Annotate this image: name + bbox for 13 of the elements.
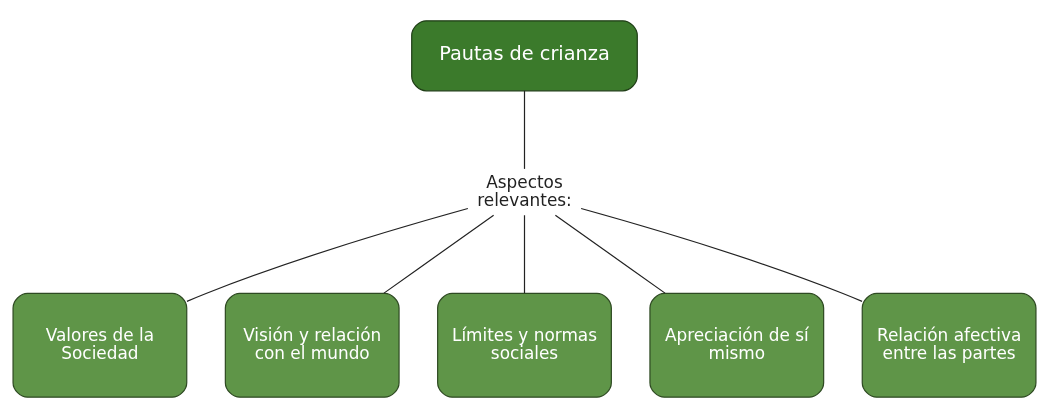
connector [523,90,526,170]
node-box: Relación afectiva entre las partes [861,292,1037,398]
node-box: Visión y relación con el mundo [224,292,400,398]
node-box: Pautas de crianza [411,20,638,92]
connector [554,214,666,294]
node-box: Límites y normas sociales [437,292,612,398]
connector [383,214,495,294]
node-text: Aspectos relevantes: [477,171,572,210]
node-box: Valores de la Sociedad [12,292,188,398]
connector [186,207,469,302]
connector [523,214,526,294]
node-box: Apreciación de sí mismo [649,292,825,398]
connector [580,207,863,302]
